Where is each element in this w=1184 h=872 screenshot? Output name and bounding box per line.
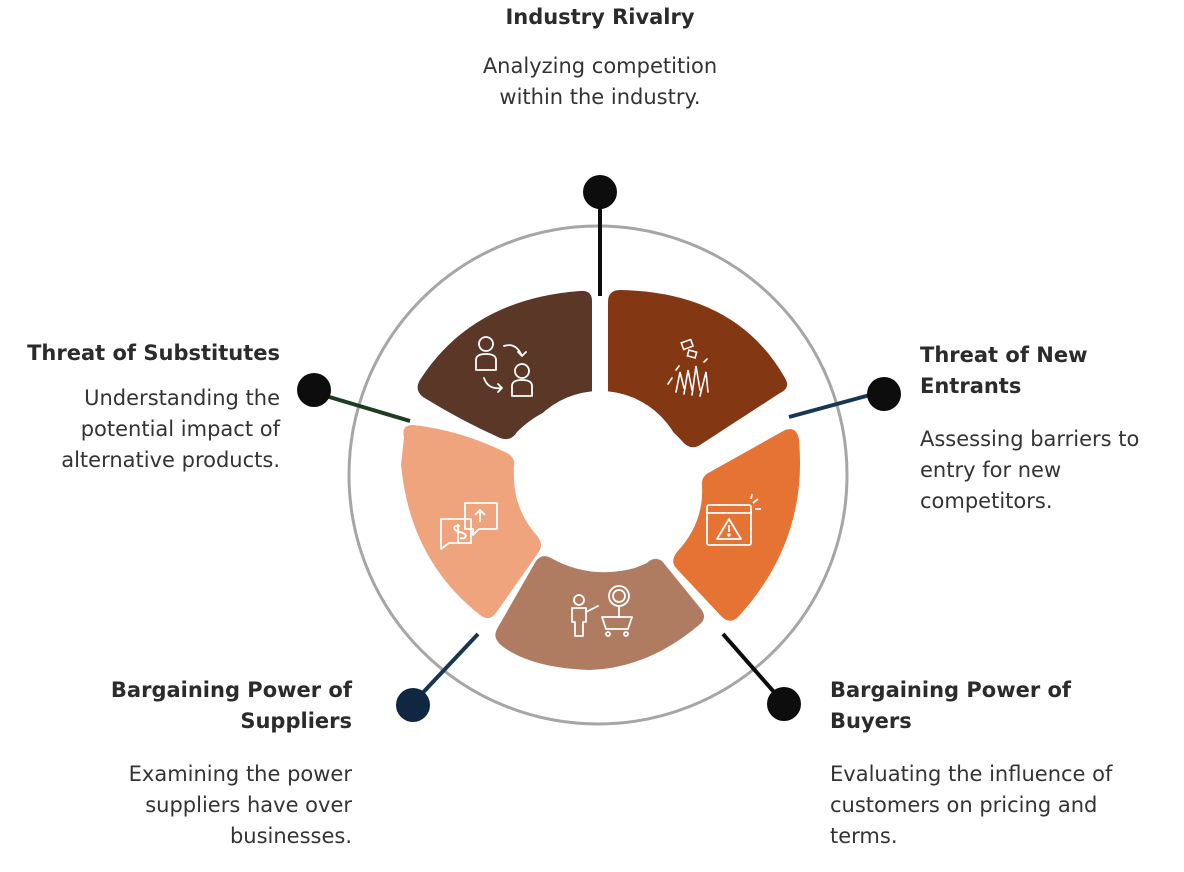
threat-of-substitutes-title: Threat of Substitutes: [27, 341, 280, 365]
shopper-cart-icon: [571, 585, 633, 637]
label-threat-of-new-entrants: Threat of New Entrants Assessing barrier…: [920, 340, 1180, 517]
label-industry-rivalry: Industry Rivalry Analyzing competition w…: [420, 2, 780, 113]
label-bargaining-power-of-suppliers: Bargaining Power of Suppliers Examining …: [50, 675, 352, 852]
connector-threat-of-new-entrants: [788, 390, 882, 419]
center-hole: [514, 391, 686, 563]
threat-of-substitutes-desc: Understanding the potential impact of al…: [61, 386, 280, 472]
bargaining-power-of-suppliers-desc: Examining the power suppliers have over …: [128, 762, 352, 848]
dot-industry-rivalry: [583, 175, 617, 209]
bargaining-power-of-suppliers-title: Bargaining Power of Suppliers: [110, 678, 352, 733]
browser-warning-icon: [706, 493, 761, 546]
bargaining-power-of-buyers-title: Bargaining Power of Buyers: [830, 678, 1072, 733]
industry-rivalry-desc: Analyzing competition within the industr…: [482, 54, 718, 109]
bargaining-power-of-buyers-desc: Evaluating the influence of customers on…: [830, 762, 1113, 848]
segment-industry-rivalry: [608, 290, 788, 448]
dot-bargaining-power-of-suppliers: [396, 688, 430, 722]
industry-rivalry-title: Industry Rivalry: [505, 5, 695, 29]
label-threat-of-substitutes: Threat of Substitutes Understanding the …: [0, 338, 280, 476]
threat-of-new-entrants-title: Threat of New Entrants: [920, 343, 1088, 398]
dot-bargaining-power-of-buyers: [767, 687, 801, 721]
segment-bargaining-power-of-buyers: [495, 556, 705, 670]
chat-dollar-icon: [440, 502, 498, 550]
dot-threat-of-new-entrants: [867, 377, 901, 411]
dot-threat-of-substitutes: [297, 373, 331, 407]
connector-threat-of-substitutes: [315, 391, 411, 423]
segment-threat-of-new-entrants: [673, 429, 801, 621]
segment-threat-of-substitutes: [417, 290, 592, 440]
connector-bargaining-power-of-suppliers: [413, 632, 480, 703]
hands-money-icon: [667, 338, 709, 397]
people-exchange-icon: [475, 336, 533, 397]
connector-bargaining-power-of-buyers: [721, 632, 783, 702]
threat-of-new-entrants-desc: Assessing barriers to entry for new comp…: [920, 427, 1140, 513]
label-bargaining-power-of-buyers: Bargaining Power of Buyers Evaluating th…: [830, 675, 1130, 852]
